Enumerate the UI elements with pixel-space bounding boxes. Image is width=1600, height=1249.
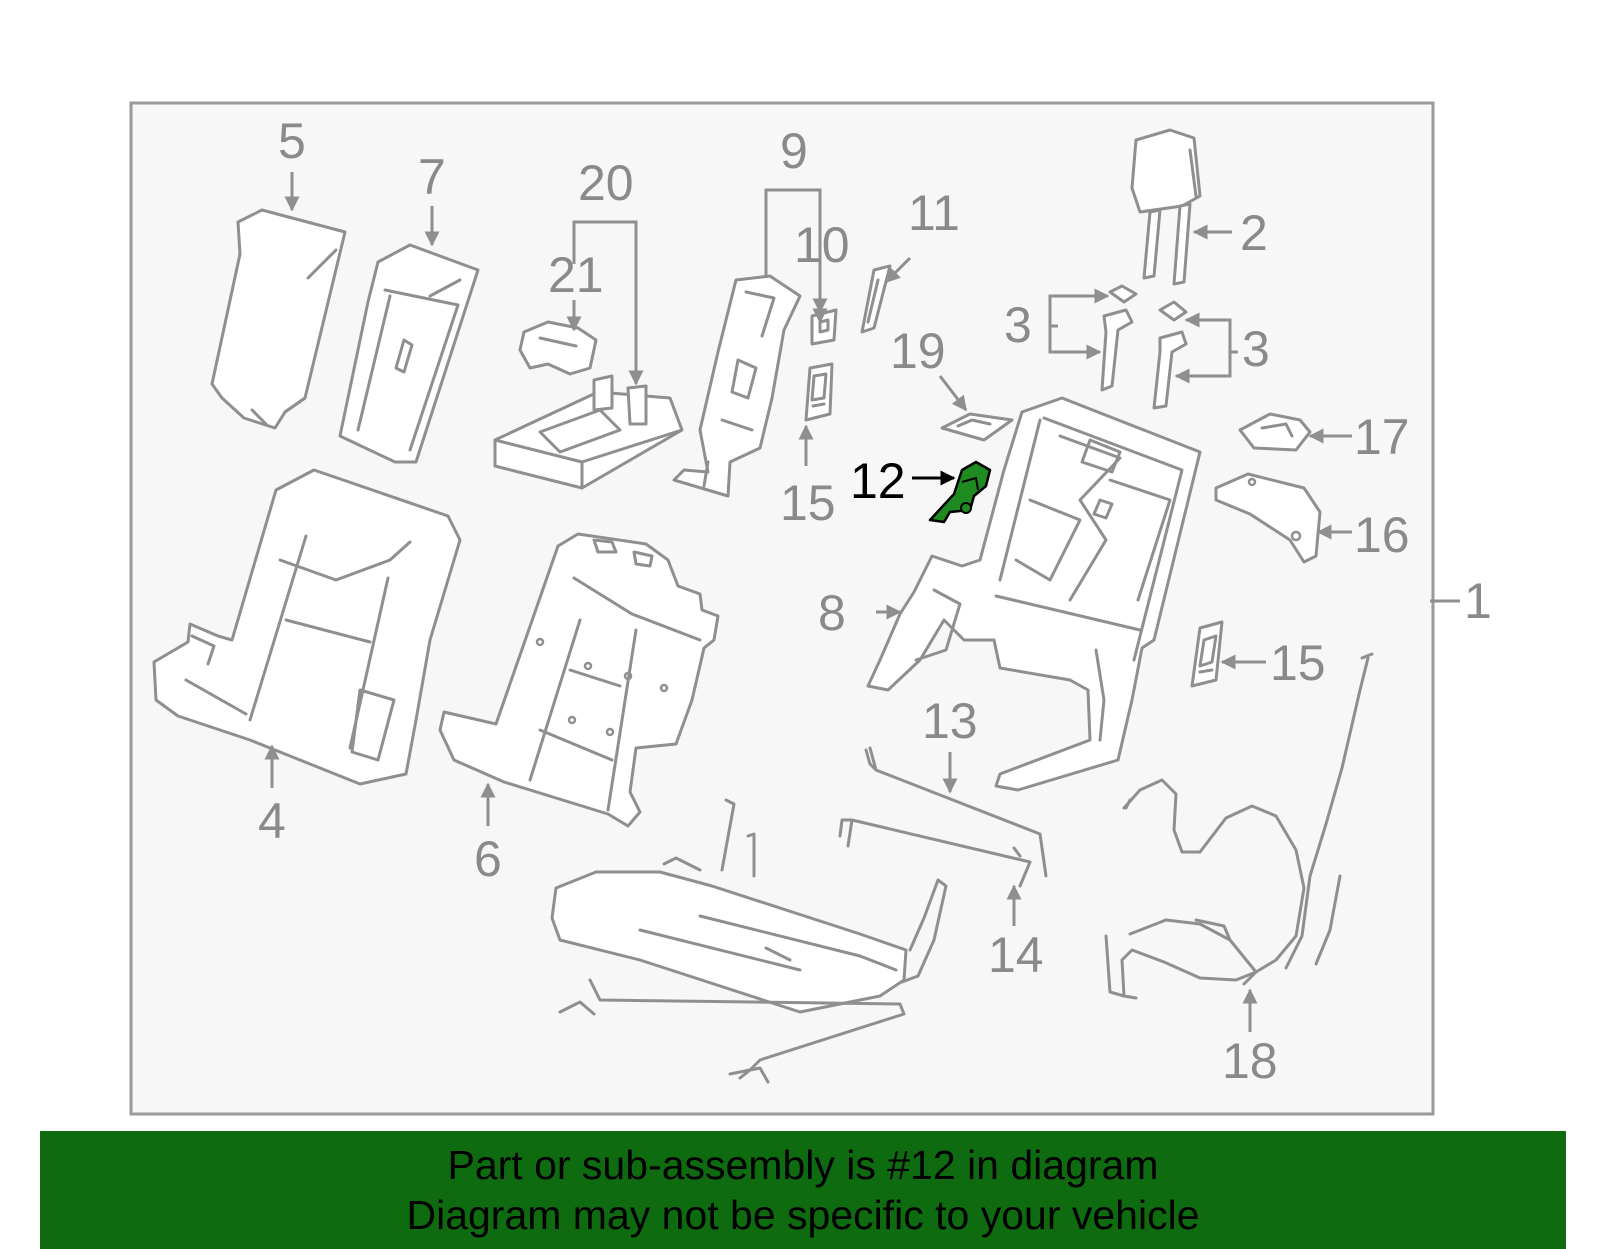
leader-lines xyxy=(264,172,1460,1032)
part-5-seatback-pad xyxy=(210,208,347,430)
callout-2: 2 xyxy=(1240,205,1268,261)
part-15-switch-right xyxy=(1190,620,1224,688)
banner-line-disclaimer: Diagram may not be specific to your vehi… xyxy=(406,1192,1200,1238)
callout-16: 16 xyxy=(1354,507,1410,563)
part-20-armrest xyxy=(493,374,684,490)
callout-13: 13 xyxy=(922,693,978,749)
callout-labels: 1 2 3 3 4 5 6 7 8 9 10 11 12 13 14 15 15… xyxy=(258,113,1492,1089)
part-8-seatback-frame xyxy=(866,396,1202,792)
part-14-rod xyxy=(838,818,1032,888)
part-19-pad xyxy=(940,412,1014,442)
callout-15-right: 15 xyxy=(1270,635,1326,691)
part-4-seatback-cover xyxy=(152,468,462,786)
banner-line-part-info: Part or sub-assembly is #12 in diagram xyxy=(447,1142,1159,1188)
callout-6: 6 xyxy=(474,831,502,887)
callout-3-right: 3 xyxy=(1242,321,1270,377)
part-12-bracket-highlighted xyxy=(928,460,992,524)
part-2-headrest xyxy=(1130,128,1202,286)
part-3-headrest-guides xyxy=(1100,284,1188,410)
part-16-bracket xyxy=(1214,472,1322,564)
part-6-seatback-frame-panel xyxy=(438,532,720,828)
callout-9: 9 xyxy=(780,123,808,179)
callout-19: 19 xyxy=(890,323,946,379)
callout-18: 18 xyxy=(1222,1033,1278,1089)
info-banner: Part or sub-assembly is #12 in diagram D… xyxy=(40,1131,1566,1249)
part-10-clip xyxy=(810,308,838,346)
part-17-trim xyxy=(1238,412,1312,452)
callout-7: 7 xyxy=(418,149,446,205)
part-15-switch-left xyxy=(804,362,834,422)
callout-5: 5 xyxy=(278,113,306,169)
callout-3-left: 3 xyxy=(1004,297,1032,353)
part-7-seatback-panel xyxy=(338,243,480,464)
callout-14: 14 xyxy=(988,927,1044,983)
callout-21: 21 xyxy=(548,247,604,303)
part-18-cable xyxy=(1104,652,1374,1000)
part-21-cupholder-trim xyxy=(518,320,598,376)
callout-12-highlighted: 12 xyxy=(850,453,906,509)
callout-11: 11 xyxy=(908,185,960,241)
callout-15-left: 15 xyxy=(780,475,836,531)
callout-20: 20 xyxy=(578,155,634,211)
callout-17: 17 xyxy=(1354,409,1410,465)
part-11-trim-strip xyxy=(860,264,892,334)
callout-4: 4 xyxy=(258,793,286,849)
callout-1: 1 xyxy=(1464,573,1492,629)
callout-10: 10 xyxy=(794,217,850,273)
seat-cushion-assembly xyxy=(550,798,948,1084)
part-13-rod xyxy=(864,746,1048,878)
part-9-latch-bracket xyxy=(672,274,802,498)
callout-8: 8 xyxy=(818,585,846,641)
